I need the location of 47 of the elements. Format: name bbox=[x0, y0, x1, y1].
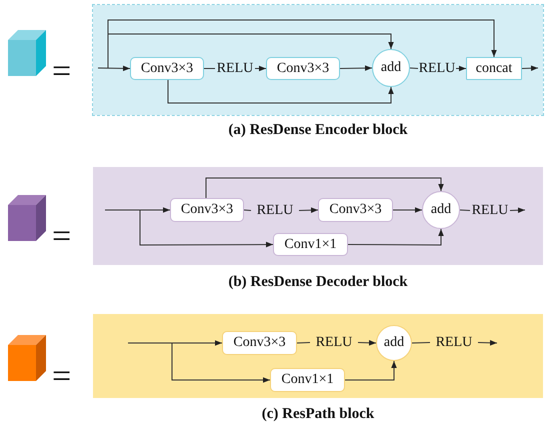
arrow bbox=[168, 80, 394, 104]
block-caption: (b) ResDense Decoder block bbox=[227, 274, 409, 291]
arrow bbox=[206, 178, 444, 198]
equals-sign: = bbox=[52, 360, 72, 394]
arrow bbox=[456, 66, 466, 72]
arrow bbox=[128, 340, 222, 346]
node-label: RELU bbox=[430, 332, 478, 353]
process-box: Conv1×1 bbox=[270, 368, 345, 392]
operation-circle: add bbox=[376, 325, 412, 361]
arrow bbox=[98, 66, 130, 72]
process-box: Conv3×3 bbox=[318, 198, 393, 222]
arrow bbox=[104, 207, 170, 213]
node-label: RELU bbox=[215, 58, 255, 79]
arrow bbox=[348, 228, 444, 246]
node-label: RELU bbox=[251, 200, 299, 221]
arrow bbox=[140, 210, 274, 248]
connector-line bbox=[296, 342, 310, 344]
equals-sign: = bbox=[52, 55, 72, 89]
arrow bbox=[358, 340, 376, 346]
connector-line bbox=[244, 210, 252, 211]
process-box: Conv3×3 bbox=[222, 331, 297, 355]
arrow bbox=[392, 207, 422, 213]
arrow bbox=[478, 340, 498, 346]
arrow bbox=[298, 207, 318, 213]
arrow bbox=[344, 360, 397, 380]
arrow bbox=[340, 65, 372, 71]
arrow bbox=[172, 342, 270, 383]
block-caption: (a) ResDense Encoder block bbox=[227, 122, 409, 139]
process-box: concat bbox=[466, 57, 522, 80]
equals-sign: = bbox=[52, 220, 72, 254]
block-caption: (c) ResPath block bbox=[260, 406, 376, 423]
arrow bbox=[522, 65, 538, 72]
process-box: Conv3×3 bbox=[266, 57, 340, 80]
process-box: Conv1×1 bbox=[273, 233, 348, 256]
arrow bbox=[254, 66, 266, 72]
connector-line bbox=[460, 210, 470, 211]
connector-line bbox=[410, 68, 418, 69]
process-box: Conv3×3 bbox=[170, 198, 244, 222]
node-label: RELU bbox=[470, 200, 510, 221]
node-label: RELU bbox=[310, 332, 358, 353]
connector-line bbox=[412, 342, 430, 344]
operation-circle: add bbox=[372, 49, 410, 87]
arrow bbox=[510, 207, 526, 214]
node-label: RELU bbox=[418, 58, 456, 79]
connector-line bbox=[204, 68, 216, 69]
operation-circle: add bbox=[422, 191, 460, 229]
process-box: Conv3×3 bbox=[130, 57, 204, 80]
